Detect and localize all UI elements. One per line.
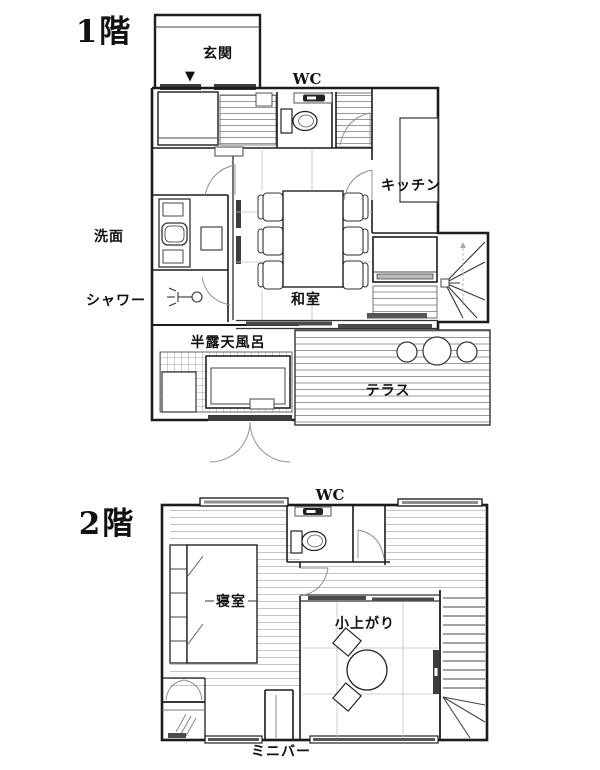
terrace-label: テラス <box>366 383 411 399</box>
minibar-label: ミニバー <box>251 744 311 760</box>
sliding-door-icon <box>236 200 241 228</box>
shower-icon <box>167 287 203 307</box>
floor2-interior-walls <box>162 505 441 740</box>
room-wc-1f: WC <box>255 70 333 134</box>
room-open-air-bath: 半露天風呂 <box>159 334 293 463</box>
room-kitchen: キッチン <box>381 117 441 203</box>
genkan-label: 玄関 <box>203 45 233 62</box>
koagari-door-icon <box>433 650 439 694</box>
sliding-door-icon <box>236 236 241 264</box>
floor2-title: 2階 <box>79 506 136 542</box>
window-icon <box>204 735 263 744</box>
chair-icon <box>257 192 284 222</box>
window-icon <box>309 735 439 744</box>
floor2-plan: 2階 WC <box>79 486 489 760</box>
inner-deck <box>372 285 438 319</box>
shower-label: シャワー <box>86 293 146 309</box>
chair-icon <box>342 226 369 256</box>
koagari-sliding-doors <box>300 594 440 602</box>
terrace-stools-icon <box>396 336 478 366</box>
room-genkan: 玄関 ▼ <box>153 13 262 90</box>
round-table-icon <box>346 649 388 691</box>
room-koagari: 小上がり <box>299 567 440 738</box>
vanity-icon <box>158 198 223 268</box>
window-icon <box>397 498 483 507</box>
bedroom-label: 寝室 <box>216 593 246 610</box>
washroom-label: 洗面 <box>94 228 124 245</box>
toilet-icon <box>290 506 332 554</box>
kitchen-counter-icon <box>399 117 439 203</box>
wc2-label: WC <box>315 486 345 504</box>
kitchen-label: キッチン <box>381 178 441 194</box>
koagari-label: 小上がり <box>335 615 395 632</box>
room-shower: シャワー <box>86 287 203 309</box>
store-room <box>372 236 438 283</box>
floor1-plan: 1階 玄関 ▼ <box>76 13 491 463</box>
staircase-1f <box>440 241 486 319</box>
bathtub-icon <box>205 355 291 410</box>
bath-double-door-icon <box>208 415 292 463</box>
window-icon <box>199 497 289 507</box>
genkan-closet <box>157 91 244 157</box>
stair-direction-arrow <box>460 242 466 248</box>
room-washroom: 洗面 <box>94 198 223 268</box>
floor2-wood-floor <box>170 506 487 687</box>
closet-bifold-icon <box>162 679 205 738</box>
room-terrace: テラス <box>294 329 491 426</box>
tatami-lines <box>302 602 438 738</box>
room-bedroom: 寝室 <box>162 544 258 738</box>
toilet-icon <box>280 92 333 134</box>
chair-icon <box>257 226 284 256</box>
bath-bench <box>161 371 197 413</box>
floor-cushion-icon <box>332 627 362 712</box>
basin-icon <box>255 92 273 107</box>
room-wc-2f: WC <box>290 486 385 559</box>
floor1-interior-walls <box>152 88 438 322</box>
bed-icon <box>169 544 258 664</box>
koagari-entry-arc <box>299 567 329 597</box>
chair-icon <box>257 260 284 290</box>
wc1-label: WC <box>292 70 322 88</box>
bath-label: 半露天風呂 <box>191 334 266 351</box>
engawa-sliding-doors <box>236 313 438 330</box>
wc-door-arc <box>357 529 385 559</box>
floor1-title: 1階 <box>76 14 133 50</box>
staircase-2f <box>442 597 486 739</box>
entrance-arrow-icon: ▼ <box>185 69 195 84</box>
floor2-windows <box>199 497 483 744</box>
washitsu-label: 和室 <box>291 291 321 308</box>
chair-icon <box>342 260 369 290</box>
chair-icon <box>342 192 369 222</box>
dining-table-icon <box>282 190 344 288</box>
floor1-doors <box>201 112 373 306</box>
room-washitsu: 和室 <box>233 150 372 320</box>
